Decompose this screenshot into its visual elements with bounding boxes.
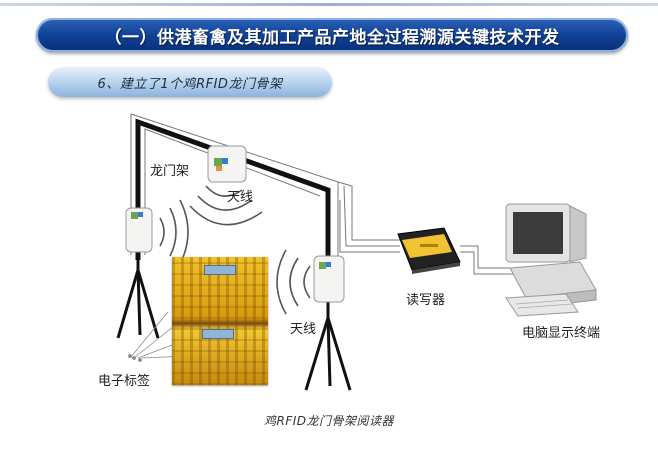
right-tripod: [304, 300, 352, 391]
rfid-tag-icon: [204, 265, 236, 275]
reader-label: 读写器: [406, 293, 446, 308]
cable-to-reader: [337, 181, 400, 253]
antenna-top-icon: [207, 145, 247, 183]
antenna-right-icon: [313, 255, 345, 303]
diagram-caption: 鸡RFID龙门骨架阅读器: [263, 414, 395, 428]
left-tripod: [116, 255, 160, 339]
antenna-label-right: 天线: [290, 322, 317, 337]
subtitle-banner: 6、建立了1个鸡RFID龙门骨架: [48, 67, 332, 97]
gantry-label: 龙门架: [150, 164, 190, 179]
rfid-reader-icon: [397, 227, 461, 274]
page-title: （一）供港畜禽及其加工产品产地全过程溯源关键技术开发: [104, 27, 560, 48]
computer-label: 电脑显示终端: [522, 326, 601, 341]
top-divider: [0, 3, 658, 6]
section-subtitle: 6、建立了1个鸡RFID龙门骨架: [97, 76, 283, 92]
tag-label: 电子标签: [98, 374, 151, 389]
signal-waves-top: [189, 185, 263, 226]
rfid-tag-icon: [202, 329, 234, 339]
signal-waves-left: [159, 199, 189, 265]
signal-waves-right: [276, 249, 311, 315]
antenna-left-icon: [125, 207, 153, 253]
poultry-crate-photo: [172, 257, 268, 385]
title-banner: （一）供港畜禽及其加工产品产地全过程溯源关键技术开发: [36, 18, 628, 52]
cable-to-computer: [460, 245, 515, 275]
antenna-label-top: 天线: [227, 190, 254, 205]
computer-icon: [505, 203, 597, 317]
